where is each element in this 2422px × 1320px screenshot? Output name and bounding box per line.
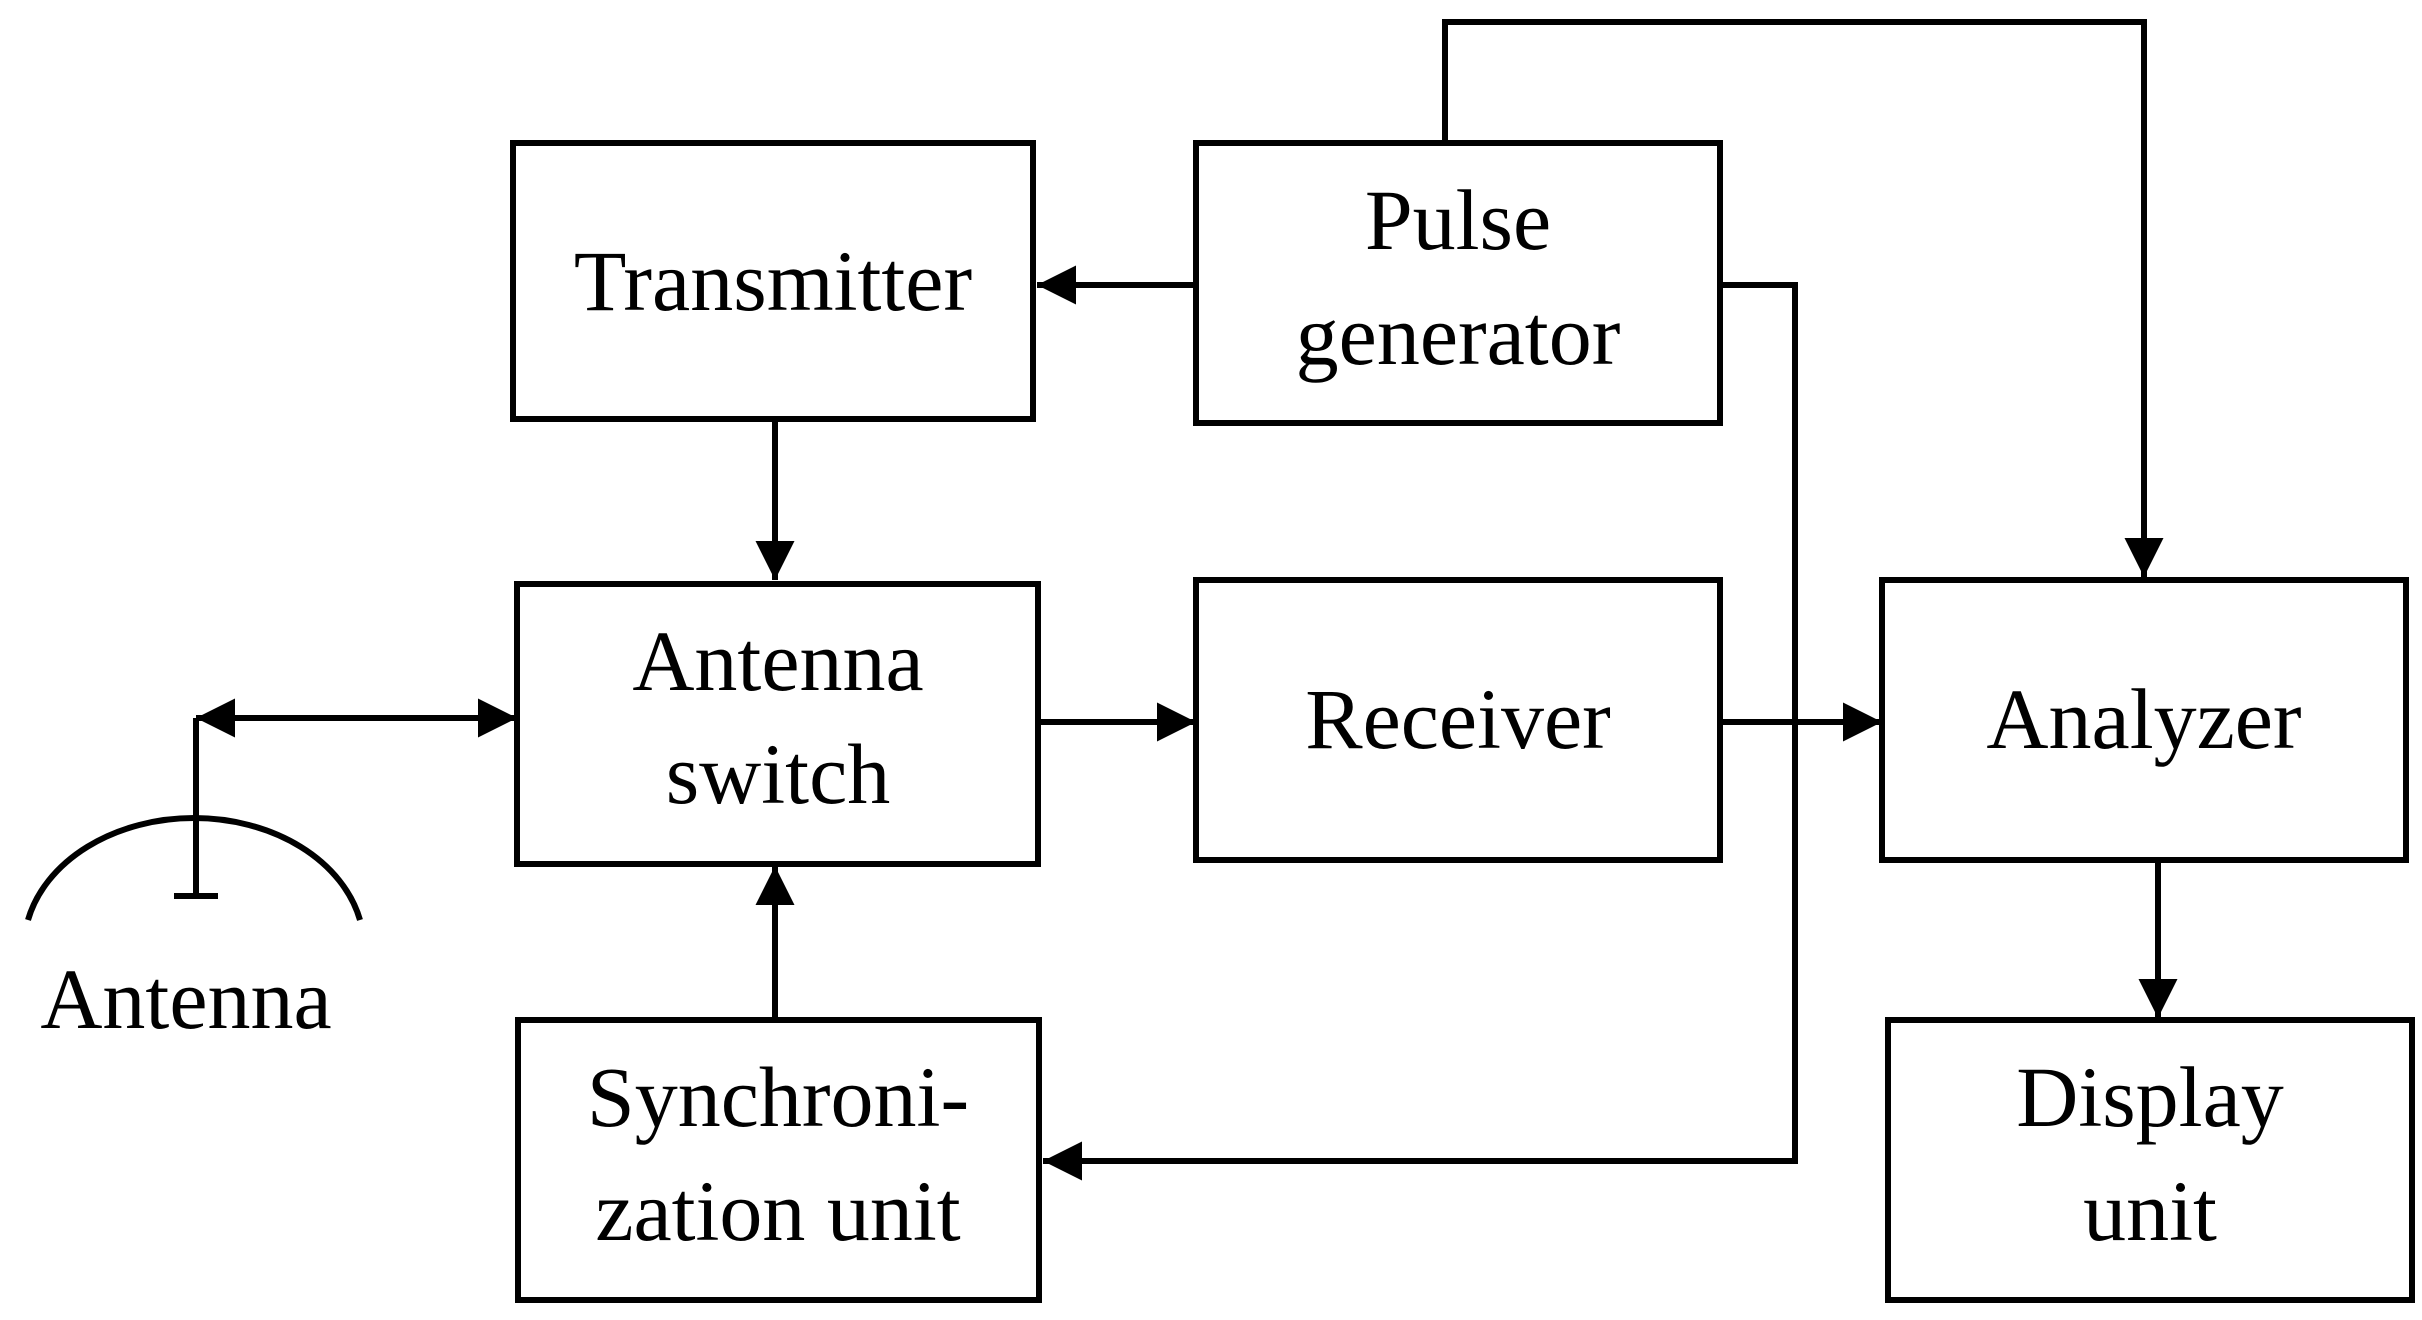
analyzer-label-line-1: Analyzer (1986, 671, 2301, 767)
wire-pulse-generator-to-analyzer (1442, 19, 2164, 577)
display-unit-block: Display unit (1885, 1017, 2415, 1303)
antenna-label: Antenna (40, 951, 331, 1047)
transmitter-block: Transmitter (510, 140, 1036, 422)
receiver-block: Receiver (1193, 577, 1723, 863)
synchronization-unit-label-line-2: zation unit (595, 1163, 961, 1259)
transmitter-label-line-1: Transmitter (574, 233, 972, 329)
antenna-switch-label-line-2: switch (666, 726, 891, 822)
receiver-label-line-1: Receiver (1305, 671, 1611, 767)
antenna-symbol (25, 718, 363, 921)
pulse-generator-label-line-1: Pulse (1365, 172, 1551, 268)
antenna-switch-block: Antenna switch (514, 581, 1041, 867)
analyzer-block: Analyzer (1879, 577, 2409, 863)
synchronization-unit-label-line-1: Synchroni- (587, 1049, 969, 1145)
synchronization-unit-block: Synchroni- zation unit (515, 1017, 1042, 1303)
pulse-generator-label-line-2: generator (1296, 287, 1621, 383)
antenna-switch-label-line-1: Antenna (632, 613, 923, 709)
display-unit-label-line-2: unit (2083, 1163, 2217, 1259)
display-unit-label-line-1: Display (2016, 1049, 2284, 1145)
pulse-generator-block: Pulse generator (1193, 140, 1723, 426)
